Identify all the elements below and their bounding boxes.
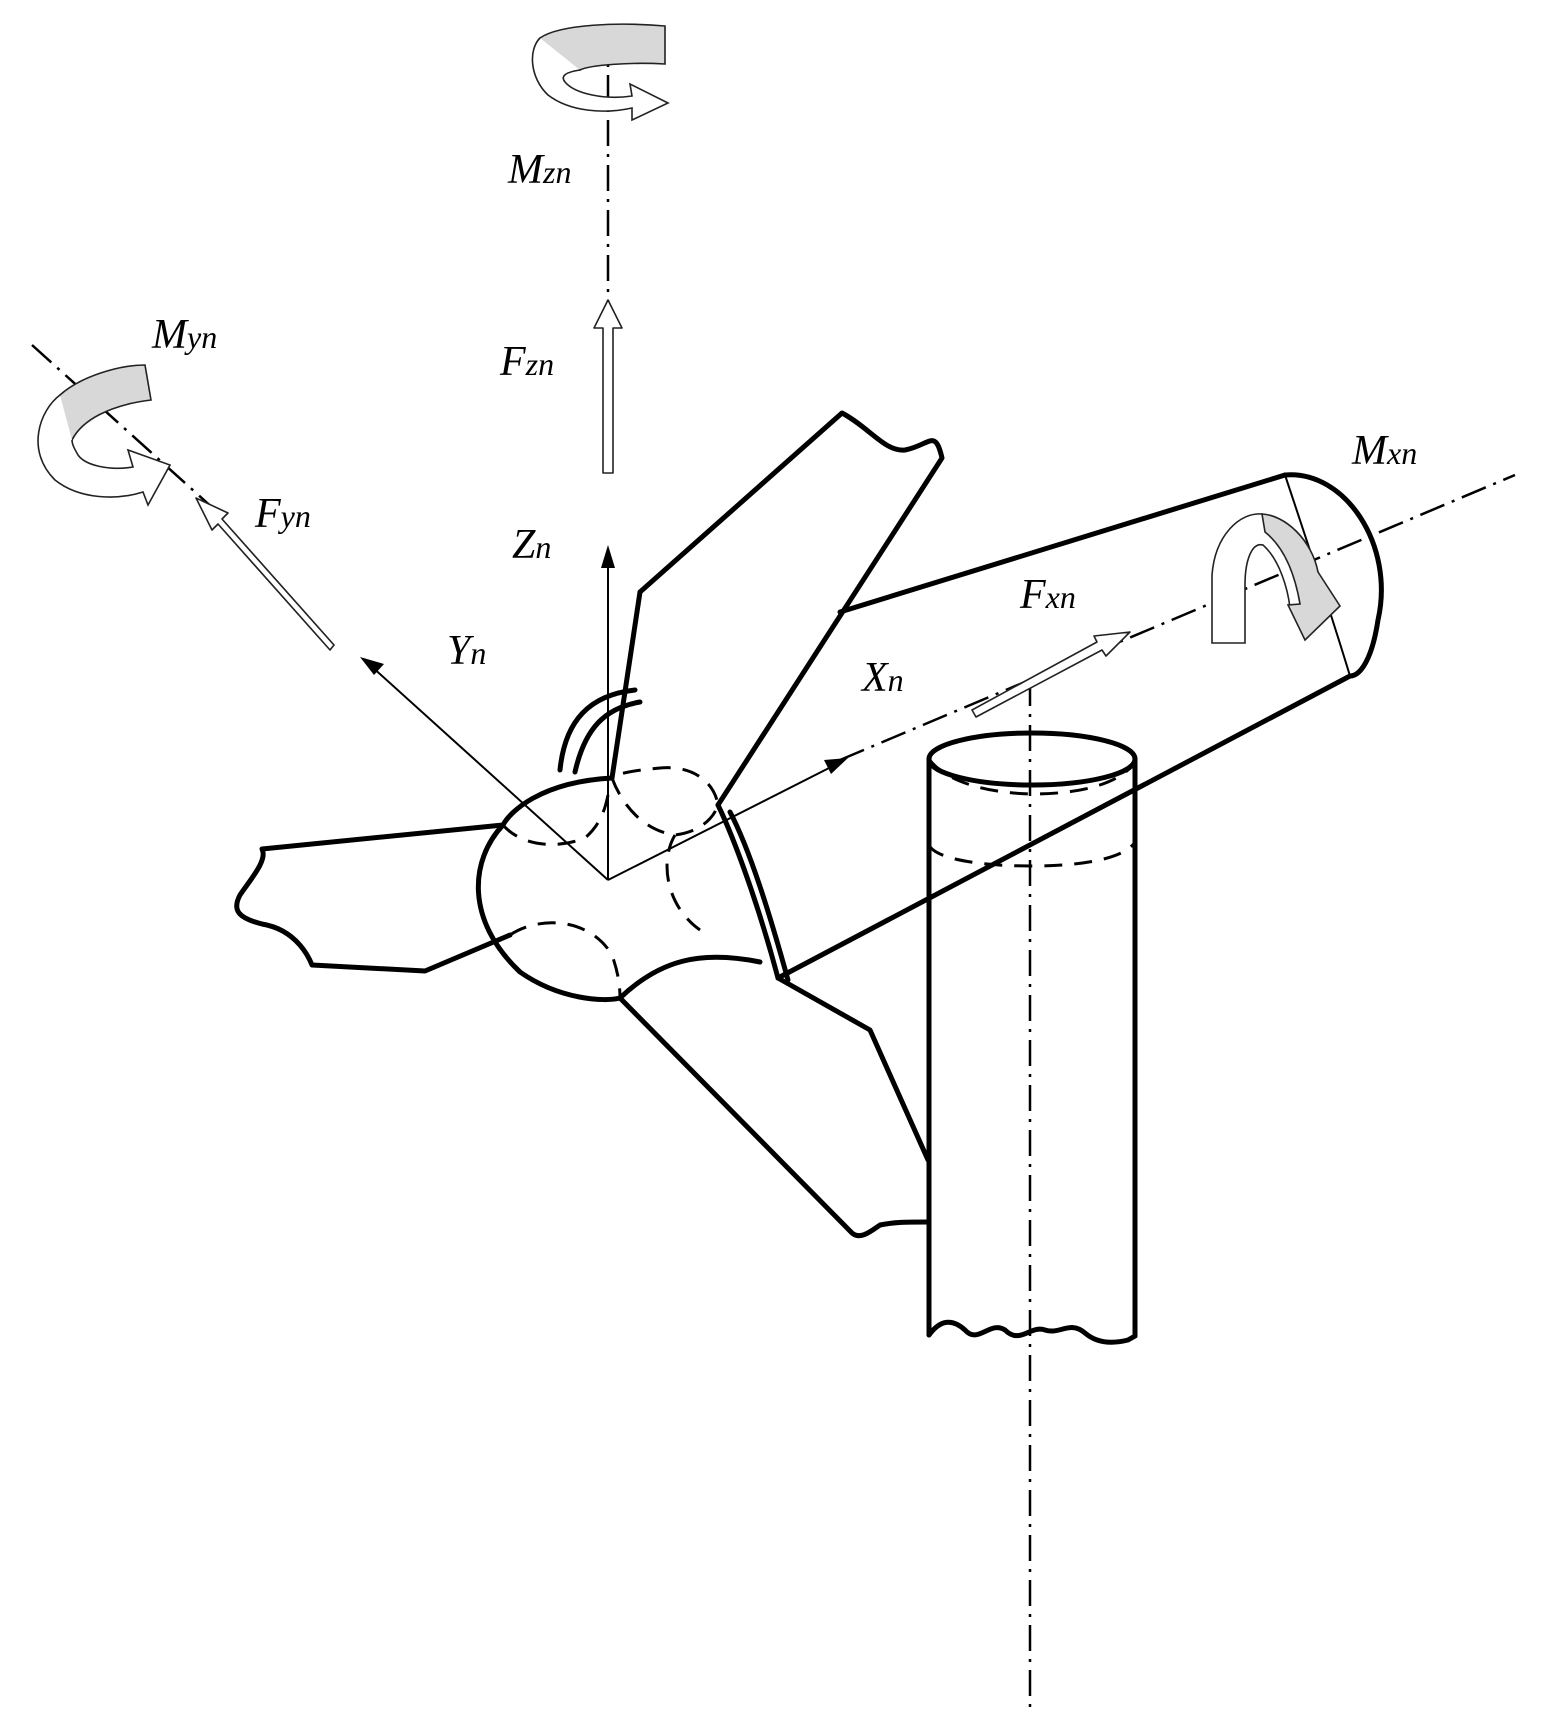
x-axis-centerline: [839, 473, 1516, 762]
z-axis-arrowhead: [601, 545, 615, 568]
myn-moment-arrow: [37, 364, 172, 507]
fyn-arrow: [195, 497, 335, 651]
upper-brace-tube: [609, 410, 945, 808]
x-axis-arrowhead: [824, 758, 848, 774]
joint-node: [476, 687, 791, 1003]
fxn-label: Fxn: [1019, 572, 1076, 618]
xn-label: Xn: [860, 655, 904, 701]
yn-label: Yn: [447, 628, 486, 674]
myn-label: Myn: [151, 312, 217, 358]
fzn-arrow: [593, 299, 623, 474]
mxn-label: Mxn: [1351, 428, 1417, 474]
zn-label: Zn: [512, 522, 551, 568]
local-axes: [360, 545, 848, 881]
fzn-label: Fzn: [499, 339, 554, 385]
mzn-moment-arrow: [531, 23, 670, 122]
x-axis-line: [607, 764, 836, 881]
y-axis-arrowhead: [360, 657, 384, 675]
y-axis-line: [369, 664, 609, 881]
mzn-label: Mzn: [507, 147, 571, 193]
fyn-label: Fyn: [254, 491, 311, 537]
left-brace-tube: [234, 822, 513, 974]
vertical-column: [926, 730, 1138, 1345]
y-axis-centerline: [31, 344, 216, 511]
lower-brace-tube: [617, 975, 931, 1239]
mxn-moment-arrow: [1211, 513, 1342, 644]
fxn-arrow: [971, 631, 1131, 718]
x-brace-tube: [775, 472, 1384, 981]
